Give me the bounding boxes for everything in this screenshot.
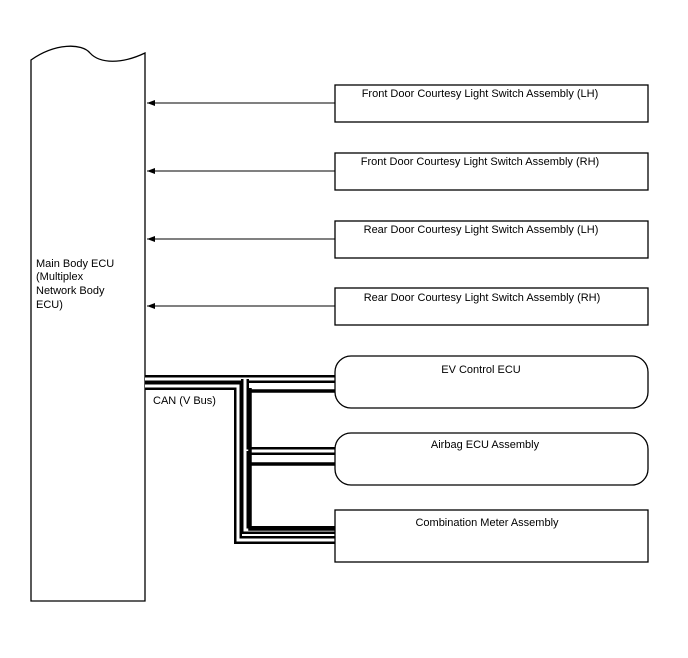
can-bus-label: CAN (V Bus) xyxy=(153,395,216,407)
ev-control-ecu-label: EV Control ECU xyxy=(441,364,521,376)
switch-box-front-lh xyxy=(334,84,649,123)
main-ecu-label-line-3: Network Body xyxy=(36,285,105,297)
airbag-ecu-box xyxy=(334,432,649,486)
switch-input-group: Front Door Courtesy Light Switch Assembl… xyxy=(147,84,649,326)
main-body-ecu: Main Body ECU (Multiplex Network Body EC… xyxy=(30,45,146,602)
switch-label-front-rh: Front Door Courtesy Light Switch Assembl… xyxy=(361,156,599,168)
main-ecu-label-line-4: ECU) xyxy=(36,299,63,311)
ev-control-ecu-box xyxy=(334,355,649,409)
switch-label-rear-rh: Rear Door Courtesy Light Switch Assembly… xyxy=(364,292,601,304)
combination-meter-box xyxy=(334,509,649,563)
combination-meter-label: Combination Meter Assembly xyxy=(415,517,559,529)
airbag-ecu-label: Airbag ECU Assembly xyxy=(431,439,540,451)
main-ecu-label-line-1: Main Body ECU xyxy=(36,258,114,270)
main-ecu-label-line-2: (Multiplex xyxy=(36,271,84,283)
can-bus-wiring xyxy=(145,375,335,544)
switch-label-front-lh: Front Door Courtesy Light Switch Assembl… xyxy=(362,88,599,100)
switch-box-front-rh xyxy=(334,152,649,191)
can-node-group: EV Control ECU Airbag ECU Assembly Combi… xyxy=(334,355,649,563)
switch-box-rear-rh xyxy=(334,287,649,326)
switch-label-rear-lh: Rear Door Courtesy Light Switch Assembly… xyxy=(364,224,599,236)
main-body-ecu-outline xyxy=(30,45,146,602)
